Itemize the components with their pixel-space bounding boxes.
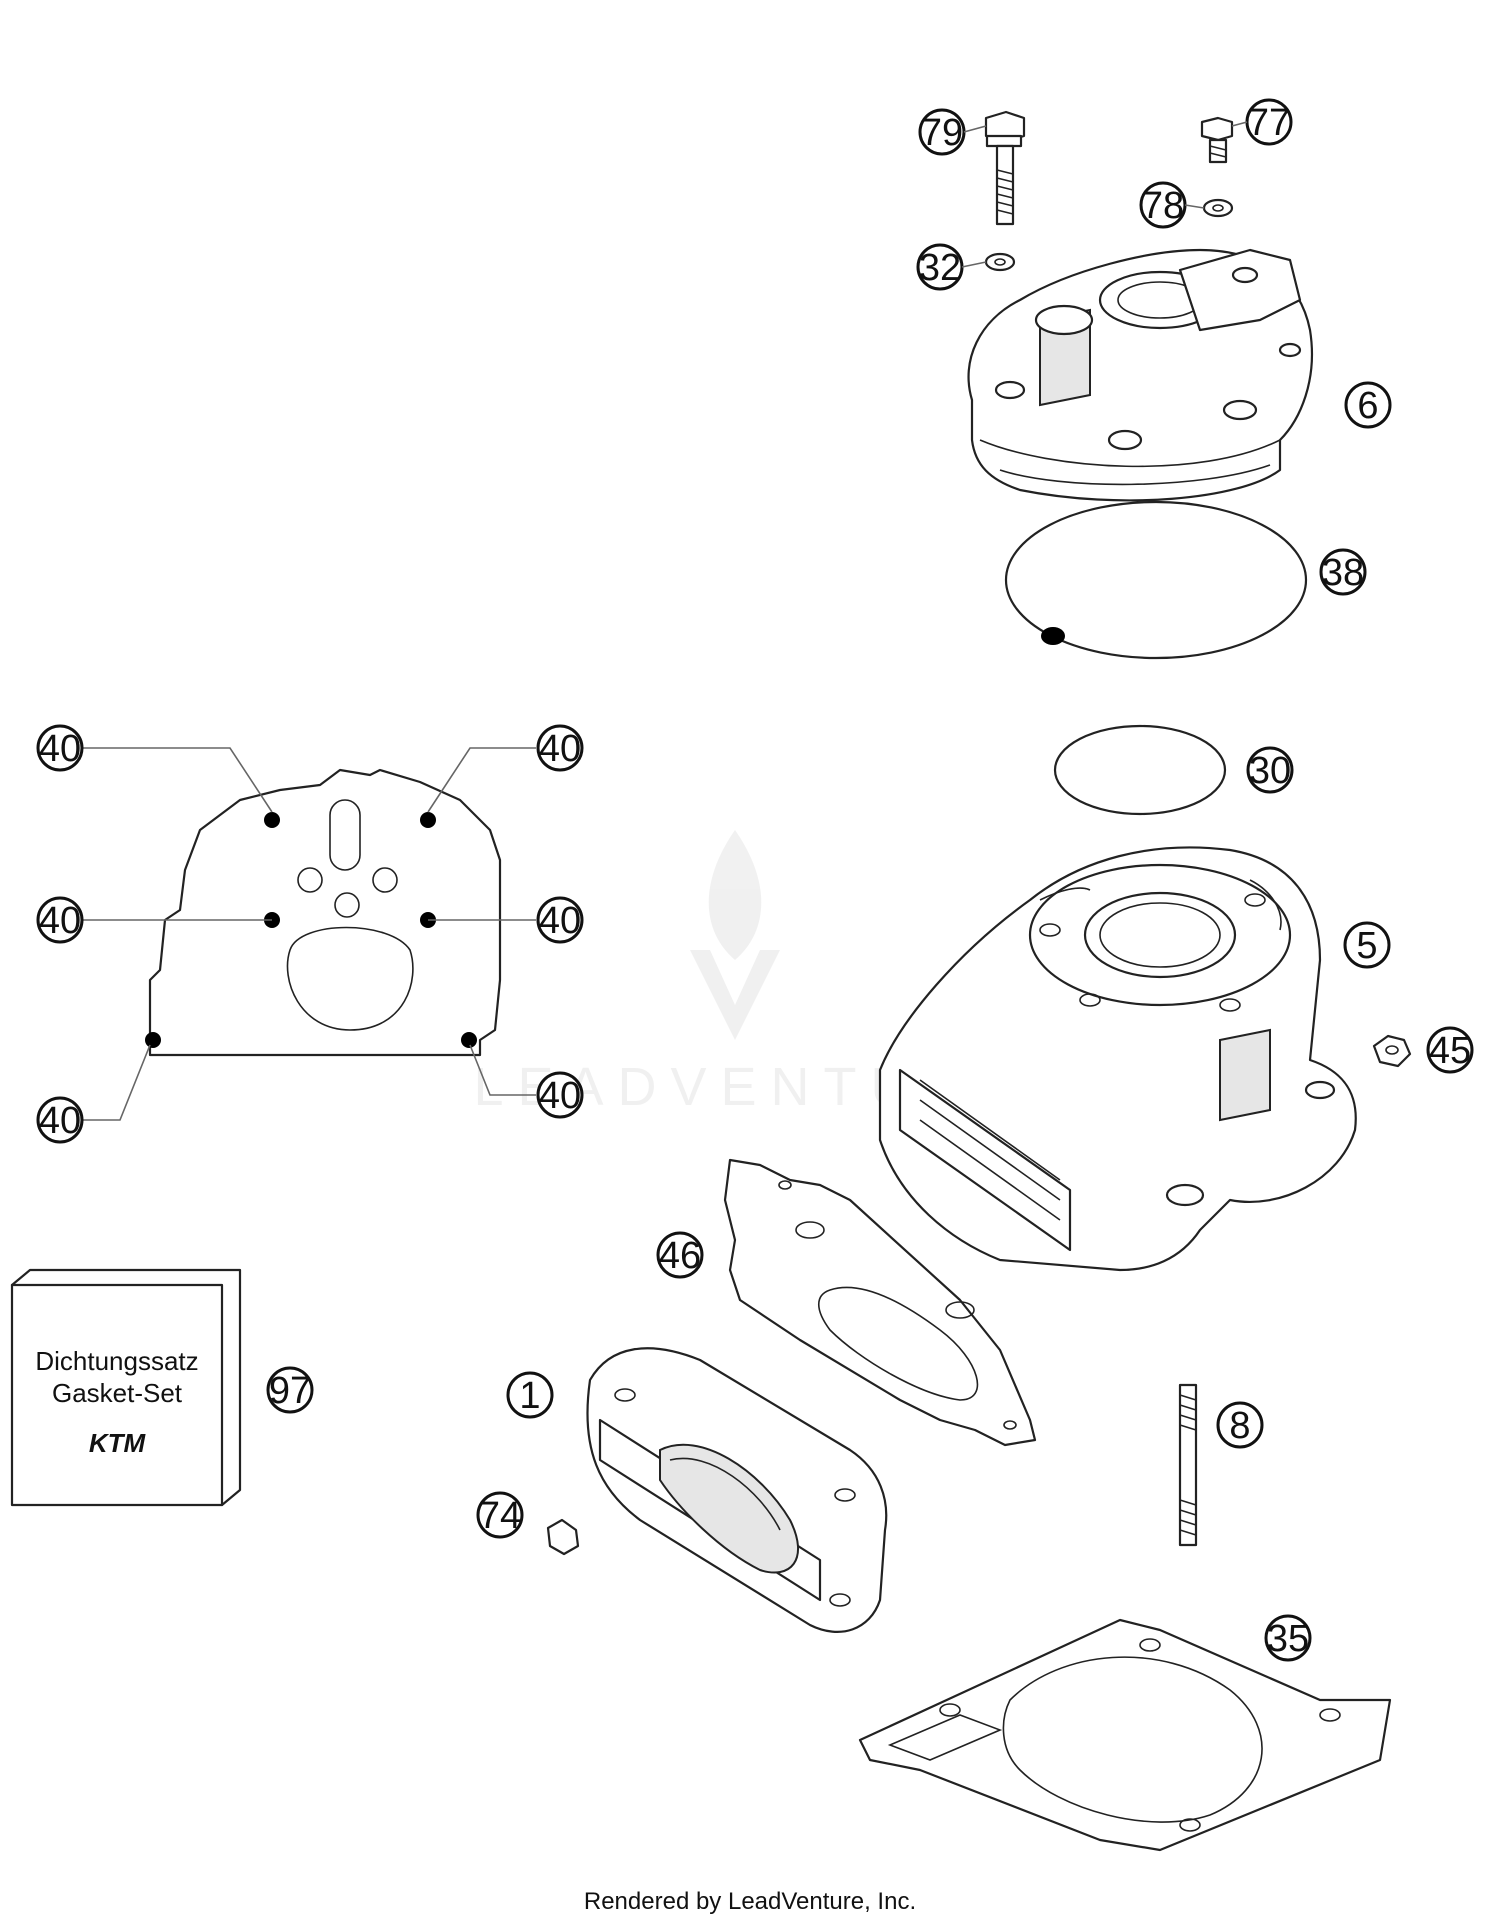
callout-40-mid-left[interactable]: 40 (36, 896, 84, 944)
callout-1-label: 1 (519, 1375, 540, 1417)
callout-97-label: 97 (269, 1370, 311, 1412)
base-gasket-part (858, 1618, 1392, 1852)
short-bolt-part (1200, 116, 1234, 164)
callout-40-top-left[interactable]: 40 (36, 724, 84, 772)
callout-77-label: 77 (1248, 102, 1290, 144)
callout-32-label: 32 (919, 247, 961, 289)
reed-gasket-part (723, 1158, 1037, 1447)
washer-32-part (984, 252, 1016, 272)
callout-40-label: 40 (39, 1100, 81, 1142)
callout-8-label: 8 (1229, 1405, 1250, 1447)
callout-40-label: 40 (39, 900, 81, 942)
callout-8[interactable]: 8 (1216, 1401, 1264, 1449)
callout-35[interactable]: 35 (1264, 1614, 1312, 1662)
callout-97[interactable]: 97 (266, 1366, 314, 1414)
callout-30-label: 30 (1249, 750, 1291, 792)
callout-78[interactable]: 78 (1139, 181, 1187, 229)
callout-45-label: 45 (1429, 1030, 1471, 1072)
callout-40-label: 40 (539, 728, 581, 770)
o-ring-38-part (1004, 500, 1308, 660)
callout-79-label: 79 (921, 112, 963, 154)
gasket-set-box: Dichtungssatz Gasket-Set KTM (10, 1268, 242, 1507)
callout-1[interactable]: 1 (506, 1371, 554, 1419)
callout-30[interactable]: 30 (1246, 746, 1294, 794)
callout-78-label: 78 (1142, 185, 1184, 227)
cylinder-head-part (967, 248, 1314, 502)
callout-40-bottom-left[interactable]: 40 (36, 1096, 84, 1144)
callout-40-label: 40 (539, 900, 581, 942)
callout-40-bottom-right[interactable]: 40 (536, 1071, 584, 1119)
gasket-set-label-de: Dichtungssatz (35, 1346, 198, 1376)
callout-5[interactable]: 5 (1343, 921, 1391, 969)
ktm-logo: KTM (89, 1428, 147, 1458)
o-ring-30-part (1053, 724, 1227, 816)
screw-74-part (546, 1518, 580, 1556)
callout-46[interactable]: 46 (656, 1231, 704, 1279)
callout-6-label: 6 (1357, 385, 1378, 427)
callout-74[interactable]: 74 (476, 1491, 524, 1539)
callout-77[interactable]: 77 (1245, 98, 1293, 146)
washer-78-part (1202, 198, 1234, 218)
long-bolt-part (984, 110, 1026, 226)
leader-lines (82, 747, 536, 1121)
callout-35-label: 35 (1267, 1618, 1309, 1660)
stud-part (1178, 1383, 1198, 1547)
callout-79[interactable]: 79 (918, 108, 966, 156)
exhaust-gasket-part (145, 768, 502, 1057)
callout-38-label: 38 (1322, 552, 1364, 594)
cylinder-part (878, 846, 1357, 1272)
reed-valve-part (586, 1347, 888, 1633)
nut-45-part (1372, 1034, 1412, 1068)
callout-6[interactable]: 6 (1344, 381, 1392, 429)
callout-46-label: 46 (659, 1235, 701, 1277)
callout-40-top-right[interactable]: 40 (536, 724, 584, 772)
gasket-set-label-en: Gasket-Set (52, 1378, 183, 1408)
callout-38[interactable]: 38 (1319, 548, 1367, 596)
callout-32[interactable]: 32 (916, 243, 964, 291)
callout-40-mid-right[interactable]: 40 (536, 896, 584, 944)
callout-5-label: 5 (1356, 925, 1377, 967)
callout-40-label: 40 (39, 728, 81, 770)
callout-40-label: 40 (539, 1075, 581, 1117)
callout-45[interactable]: 45 (1426, 1026, 1474, 1074)
callout-74-label: 74 (479, 1495, 521, 1537)
footer-credit: Rendered by LeadVenture, Inc. (583, 1888, 917, 1915)
sealant-dot (1041, 627, 1065, 645)
